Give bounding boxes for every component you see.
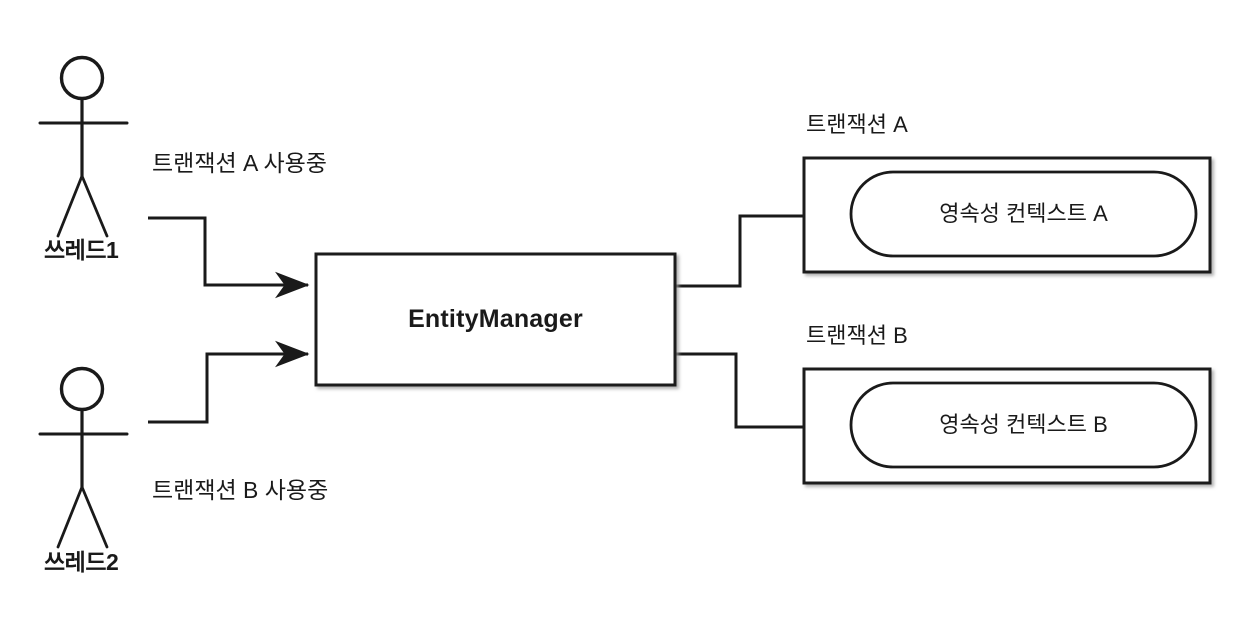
persistence-context-a-shape [849, 170, 1198, 258]
transaction-a-caption: 트랜잭션 A [806, 112, 908, 137]
connector-entitymanager-to-context-b [676, 352, 843, 441]
edge-label-transaction-b-in-use: 트랜잭션 B 사용중 [152, 477, 329, 503]
connector-thread2-to-entitymanager [148, 340, 310, 424]
transaction-b-caption: 트랜잭션 B [806, 323, 908, 348]
persistence-context-b-label: 영속성 컨텍스트 B [939, 412, 1108, 437]
connector-thread1-to-entitymanager [148, 216, 310, 299]
actor-thread-2-label: 쓰레드2 [44, 549, 119, 575]
actor-thread-1-figure [38, 55, 129, 238]
actor-thread-1-label: 쓰레드1 [44, 237, 119, 263]
entity-manager-box [314, 252, 677, 387]
actor-thread-2-figure [38, 366, 129, 549]
entity-manager-label: EntityManager [408, 305, 583, 333]
connector-entitymanager-to-context-a [676, 202, 843, 288]
edge-label-transaction-a-in-use: 트랜잭션 A 사용중 [152, 150, 327, 176]
persistence-context-b-shape [849, 381, 1198, 469]
persistence-context-a-label: 영속성 컨텍스트 A [939, 201, 1108, 226]
